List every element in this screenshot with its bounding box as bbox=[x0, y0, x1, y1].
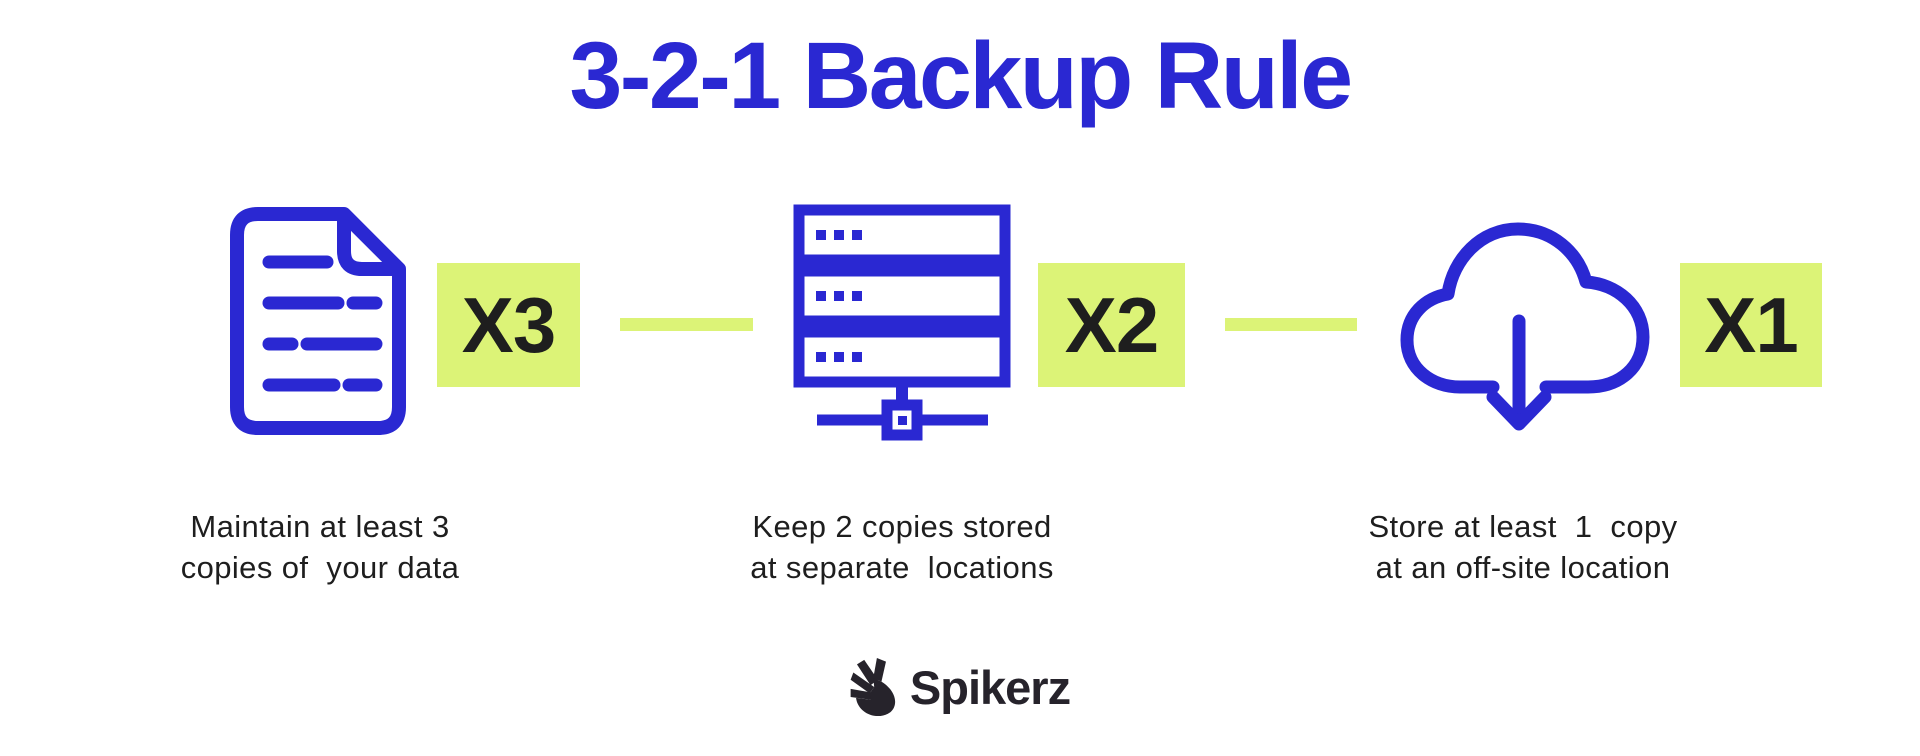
caption-copies: Maintain at least 3 copies of your data bbox=[60, 506, 580, 588]
connector-line-1 bbox=[620, 318, 753, 331]
cloud-download-icon bbox=[1390, 203, 1660, 453]
document-icon bbox=[226, 205, 411, 443]
brand-logo: Spikerz bbox=[0, 658, 1920, 716]
caption-line: Keep 2 copies stored bbox=[752, 509, 1052, 544]
server-stack-icon bbox=[792, 203, 1012, 448]
caption-line: at an off-site location bbox=[1375, 550, 1671, 585]
brand-name: Spikerz bbox=[909, 660, 1071, 714]
multiplier-badge-x1: X1 bbox=[1680, 263, 1822, 387]
multiplier-badge-x2: X2 bbox=[1038, 263, 1185, 387]
caption-line: Maintain at least 3 bbox=[190, 509, 450, 544]
caption-media: Keep 2 copies stored at separate locatio… bbox=[642, 506, 1162, 588]
caption-line: copies of your data bbox=[180, 550, 460, 585]
connector-line-2 bbox=[1225, 318, 1357, 331]
multiplier-label: X3 bbox=[461, 280, 556, 369]
spikerz-hand-icon bbox=[850, 658, 895, 716]
multiplier-label: X1 bbox=[1704, 280, 1798, 369]
multiplier-badge-x3: X3 bbox=[437, 263, 580, 387]
multiplier-label: X2 bbox=[1064, 280, 1159, 369]
caption-line: at separate locations bbox=[750, 550, 1054, 585]
caption-offsite: Store at least 1 copy at an off-site loc… bbox=[1263, 506, 1783, 588]
caption-line: Store at least 1 copy bbox=[1368, 509, 1678, 544]
page-title: 3-2-1 Backup Rule bbox=[569, 23, 1353, 129]
